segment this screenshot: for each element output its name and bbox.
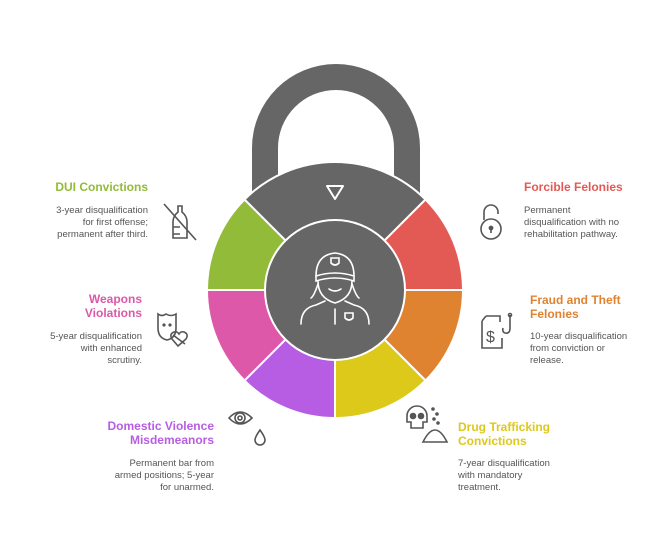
title-line: Convictions (458, 434, 527, 448)
weapons-description: 5-year disqualification with enhanced sc… (20, 331, 142, 367)
title-line: Drug Trafficking (458, 420, 551, 434)
fraud-title: Fraud and Theft Felonies (530, 293, 670, 321)
text-line: with enhanced (80, 343, 142, 354)
text-line: Permanent bar from (129, 458, 214, 469)
crying-eye-icon (227, 411, 266, 446)
text-line: with mandatory (458, 470, 523, 481)
domestic-description: Permanent bar from armed positions; 5-ye… (60, 458, 214, 494)
title-line: Misdemeanors (129, 433, 214, 447)
forcible-title: Forcible Felonies (524, 180, 623, 194)
text-line: release. (530, 355, 564, 366)
text-line: armed positions; 5-year (114, 470, 214, 481)
mask-broken-heart-icon (157, 312, 188, 348)
text-line: rehabilitation pathway. (524, 229, 618, 240)
weapons-title: Weapons Violations (20, 292, 142, 320)
text-line: 5-year disqualification (50, 331, 142, 342)
skull-powder-icon (406, 405, 449, 443)
text-line: from conviction or (530, 343, 605, 354)
drug-description: 7-year disqualification with mandatory t… (458, 458, 598, 494)
center-hub (264, 219, 406, 361)
text-line: disqualification with no (524, 217, 620, 228)
domestic-title: Domestic Violence Misdemeanors (60, 419, 215, 447)
triangle-marker-icon (326, 185, 344, 200)
text-line: treatment. (458, 482, 501, 493)
title-line: Violations (84, 306, 142, 320)
svg-text:$: $ (486, 329, 495, 346)
text-line: for first offense; (82, 217, 148, 228)
text-line: 7-year disqualification (458, 458, 550, 469)
no-alcohol-bottle-icon (163, 203, 197, 241)
title-line: Felonies (530, 307, 579, 321)
title-line: Fraud and Theft (530, 293, 621, 307)
title-line: Domestic Violence (107, 419, 215, 433)
text-line: 10-year disqualification (530, 331, 628, 342)
padlock-shackle (252, 64, 420, 200)
forcible-description: Permanent disqualification with no rehab… (524, 205, 664, 241)
text-line: for unarmed. (160, 482, 214, 493)
text-line: scrutiny. (107, 355, 142, 366)
dui-description: 3-year disqualification for first offens… (20, 205, 148, 241)
open-padlock-icon (480, 204, 502, 240)
text-line: Permanent (524, 205, 571, 216)
text-line: permanent after third. (57, 229, 148, 240)
text-line: 3-year disqualification (56, 205, 148, 216)
title-line: Weapons (88, 292, 142, 306)
dui-title: DUI Convictions (55, 180, 148, 194)
fraud-description: 10-year disqualification from conviction… (530, 331, 670, 367)
drug-title: Drug Trafficking Convictions (458, 420, 598, 448)
money-document-hook-icon: $ (481, 312, 513, 349)
police-officer-icon (300, 252, 370, 325)
